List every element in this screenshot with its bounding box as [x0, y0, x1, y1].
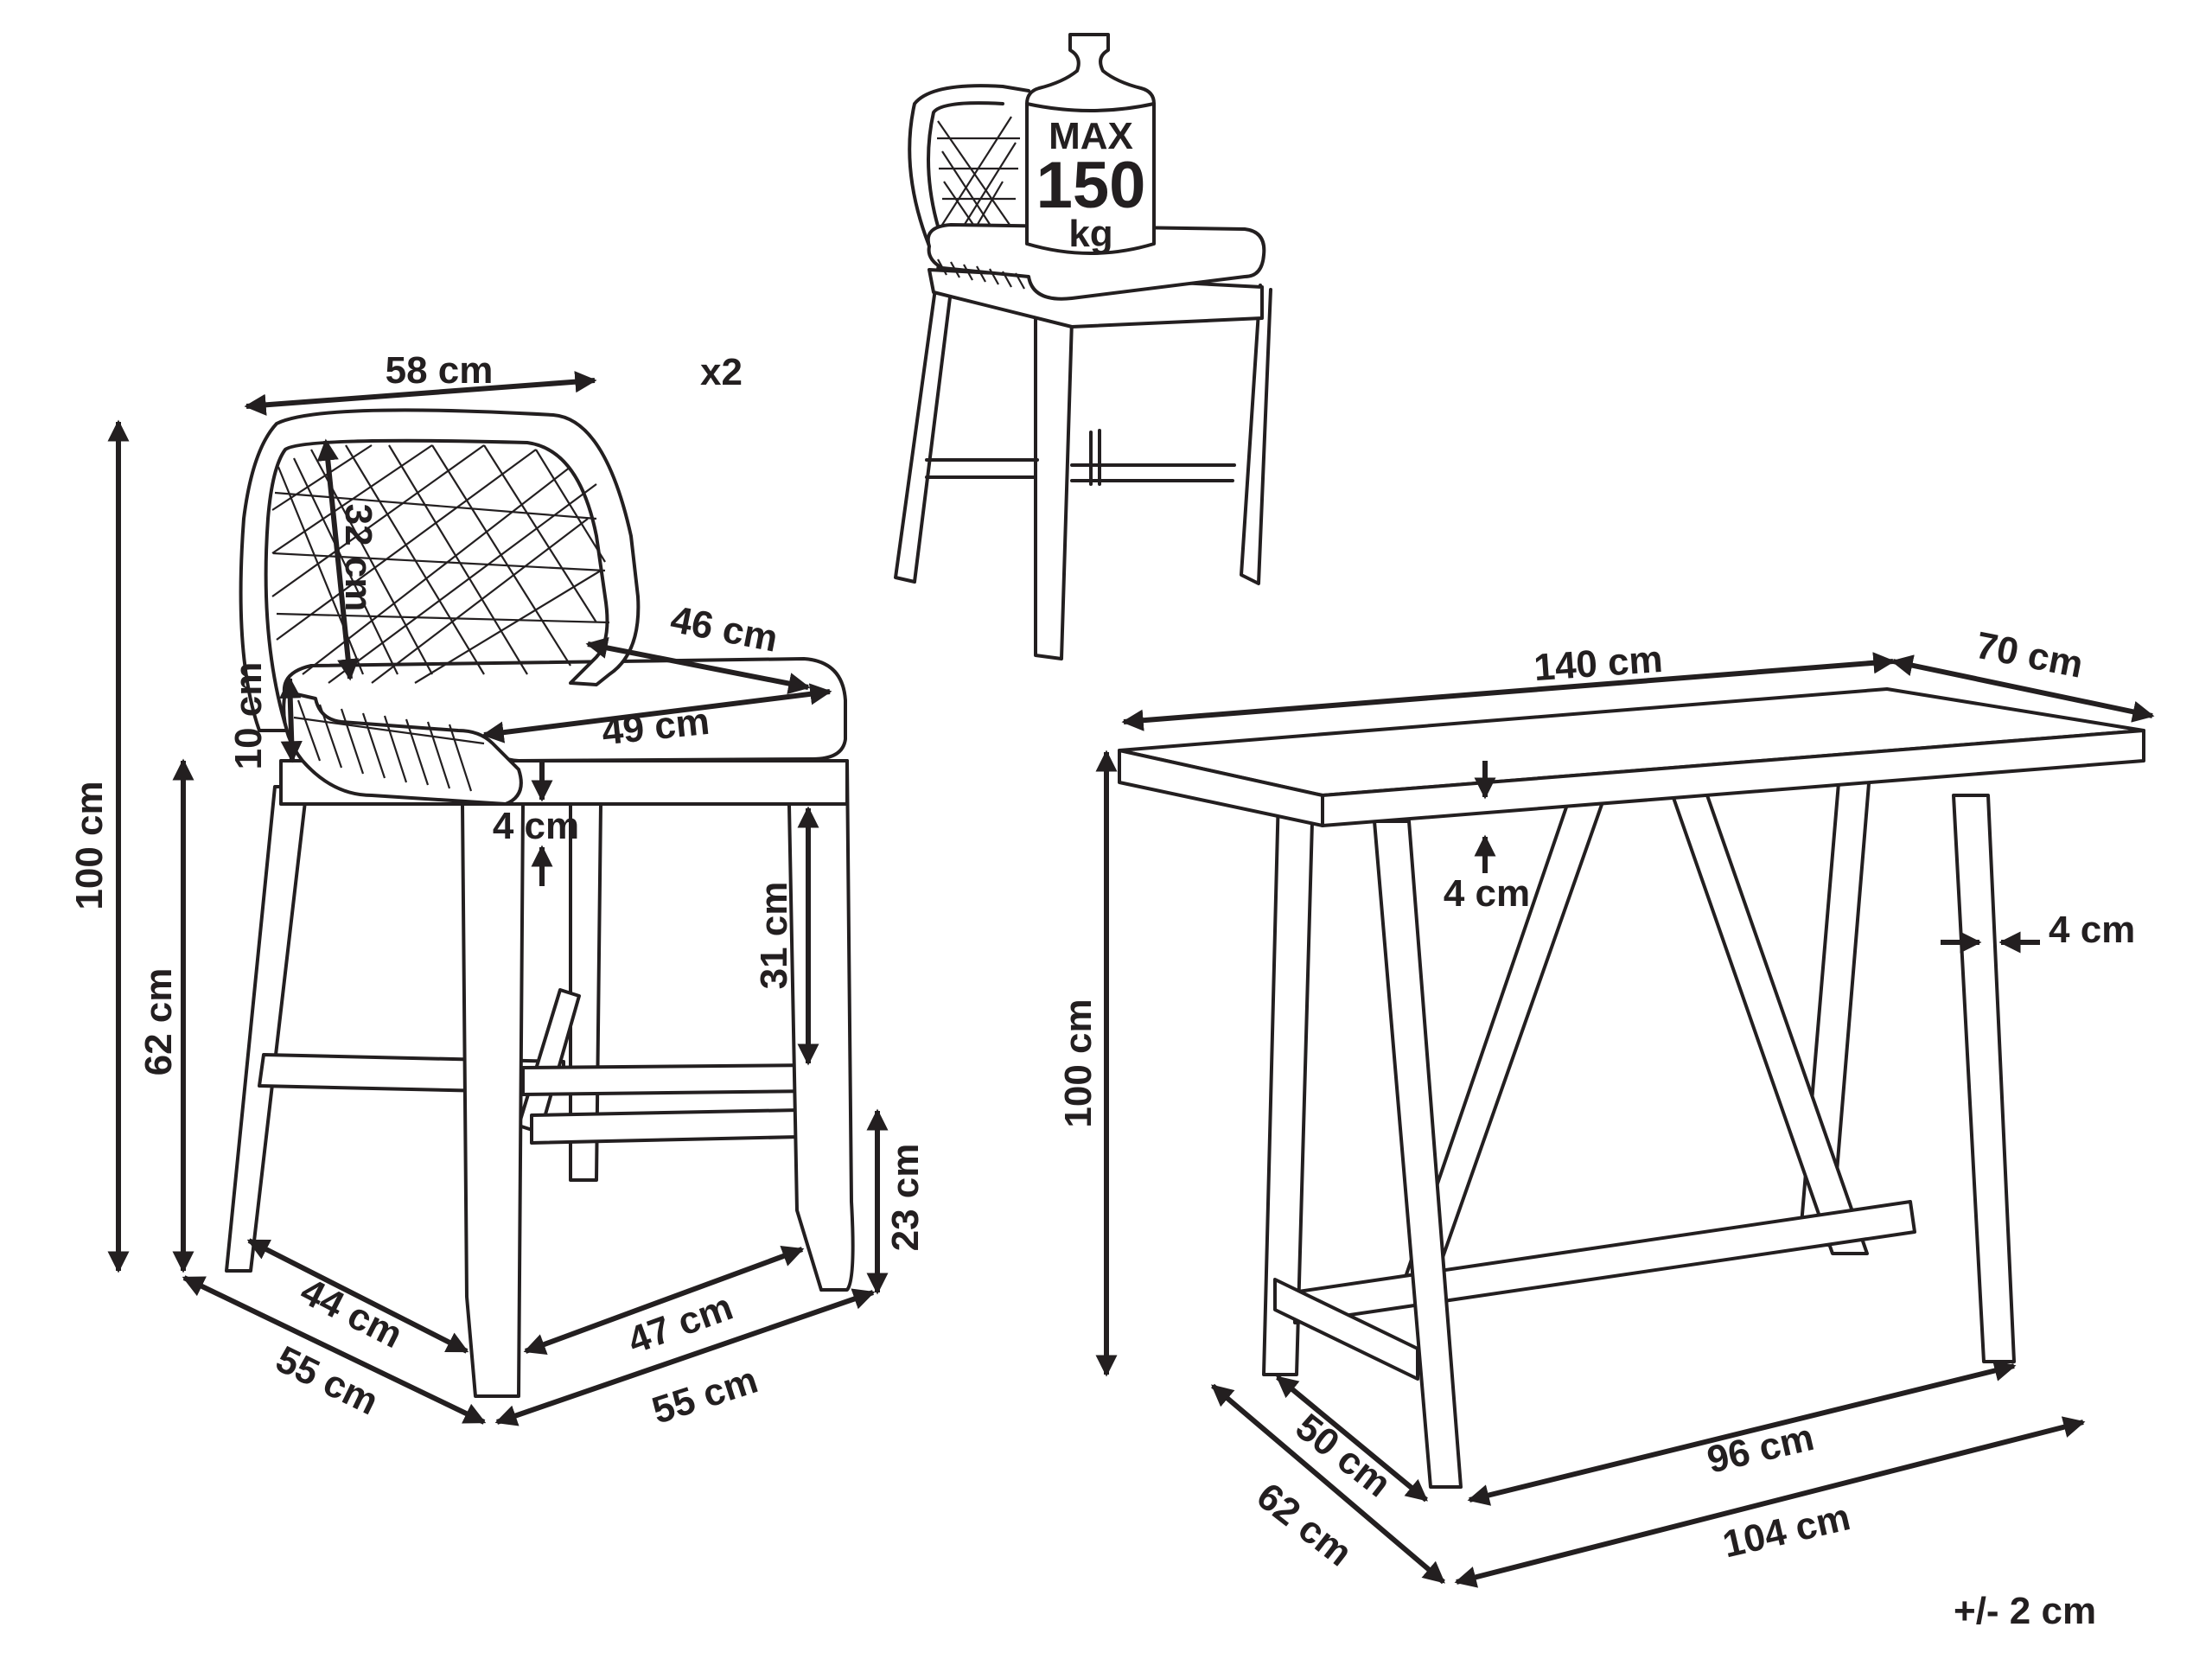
stool-weight-illustration: MAX 150 kg — [894, 33, 1272, 660]
weight-max-text: MAX — [1049, 115, 1133, 157]
label-stool-seat-height: 62 cm — [137, 968, 180, 1076]
label-stool-inner-width: 47 cm — [622, 1286, 738, 1362]
stool-dimension-arrows — [107, 371, 889, 1426]
label-stool-footrest-height: 23 cm — [884, 1144, 927, 1252]
label-stool-back-width: 58 cm — [386, 349, 494, 392]
label-table-base-length: 104 cm — [1719, 1496, 1854, 1566]
label-stool-base-width: 55 cm — [647, 1359, 763, 1432]
label-table-width: 70 cm — [1973, 624, 2087, 686]
label-table-base-depth: 62 cm — [1249, 1475, 1360, 1574]
weight-value-text: 150 — [1036, 149, 1146, 222]
label-table-leg-thickness: 4 cm — [2049, 909, 2135, 951]
label-stool-clearance: 31 cm — [753, 882, 795, 990]
label-table-top-thickness: 4 cm — [1444, 872, 1530, 915]
label-stool-backrest-height: 32 cm — [337, 504, 379, 612]
label-stool-base-depth: 55 cm — [270, 1338, 386, 1424]
label-table-inner-depth: 50 cm — [1288, 1406, 1399, 1505]
label-table-length: 140 cm — [1533, 638, 1664, 689]
label-stool-seat-depth: 46 cm — [667, 598, 781, 660]
table-dimension-arrows — [1095, 652, 2155, 1588]
label-stool-total-height: 100 cm — [68, 781, 111, 909]
tolerance-note: +/- 2 cm — [1954, 1590, 2096, 1632]
stool-illustration — [225, 408, 855, 1398]
weight-unit-text: kg — [1068, 213, 1112, 255]
label-stool-seat-thickness: 4 cm — [493, 805, 579, 847]
label-table-height: 100 cm — [1057, 999, 1100, 1127]
label-stool-armrest-height: 10 cm — [227, 662, 270, 770]
table-illustration — [1118, 687, 2145, 1489]
label-stool-inner-depth: 44 cm — [294, 1270, 409, 1356]
quantity-badge: x2 — [700, 351, 743, 393]
